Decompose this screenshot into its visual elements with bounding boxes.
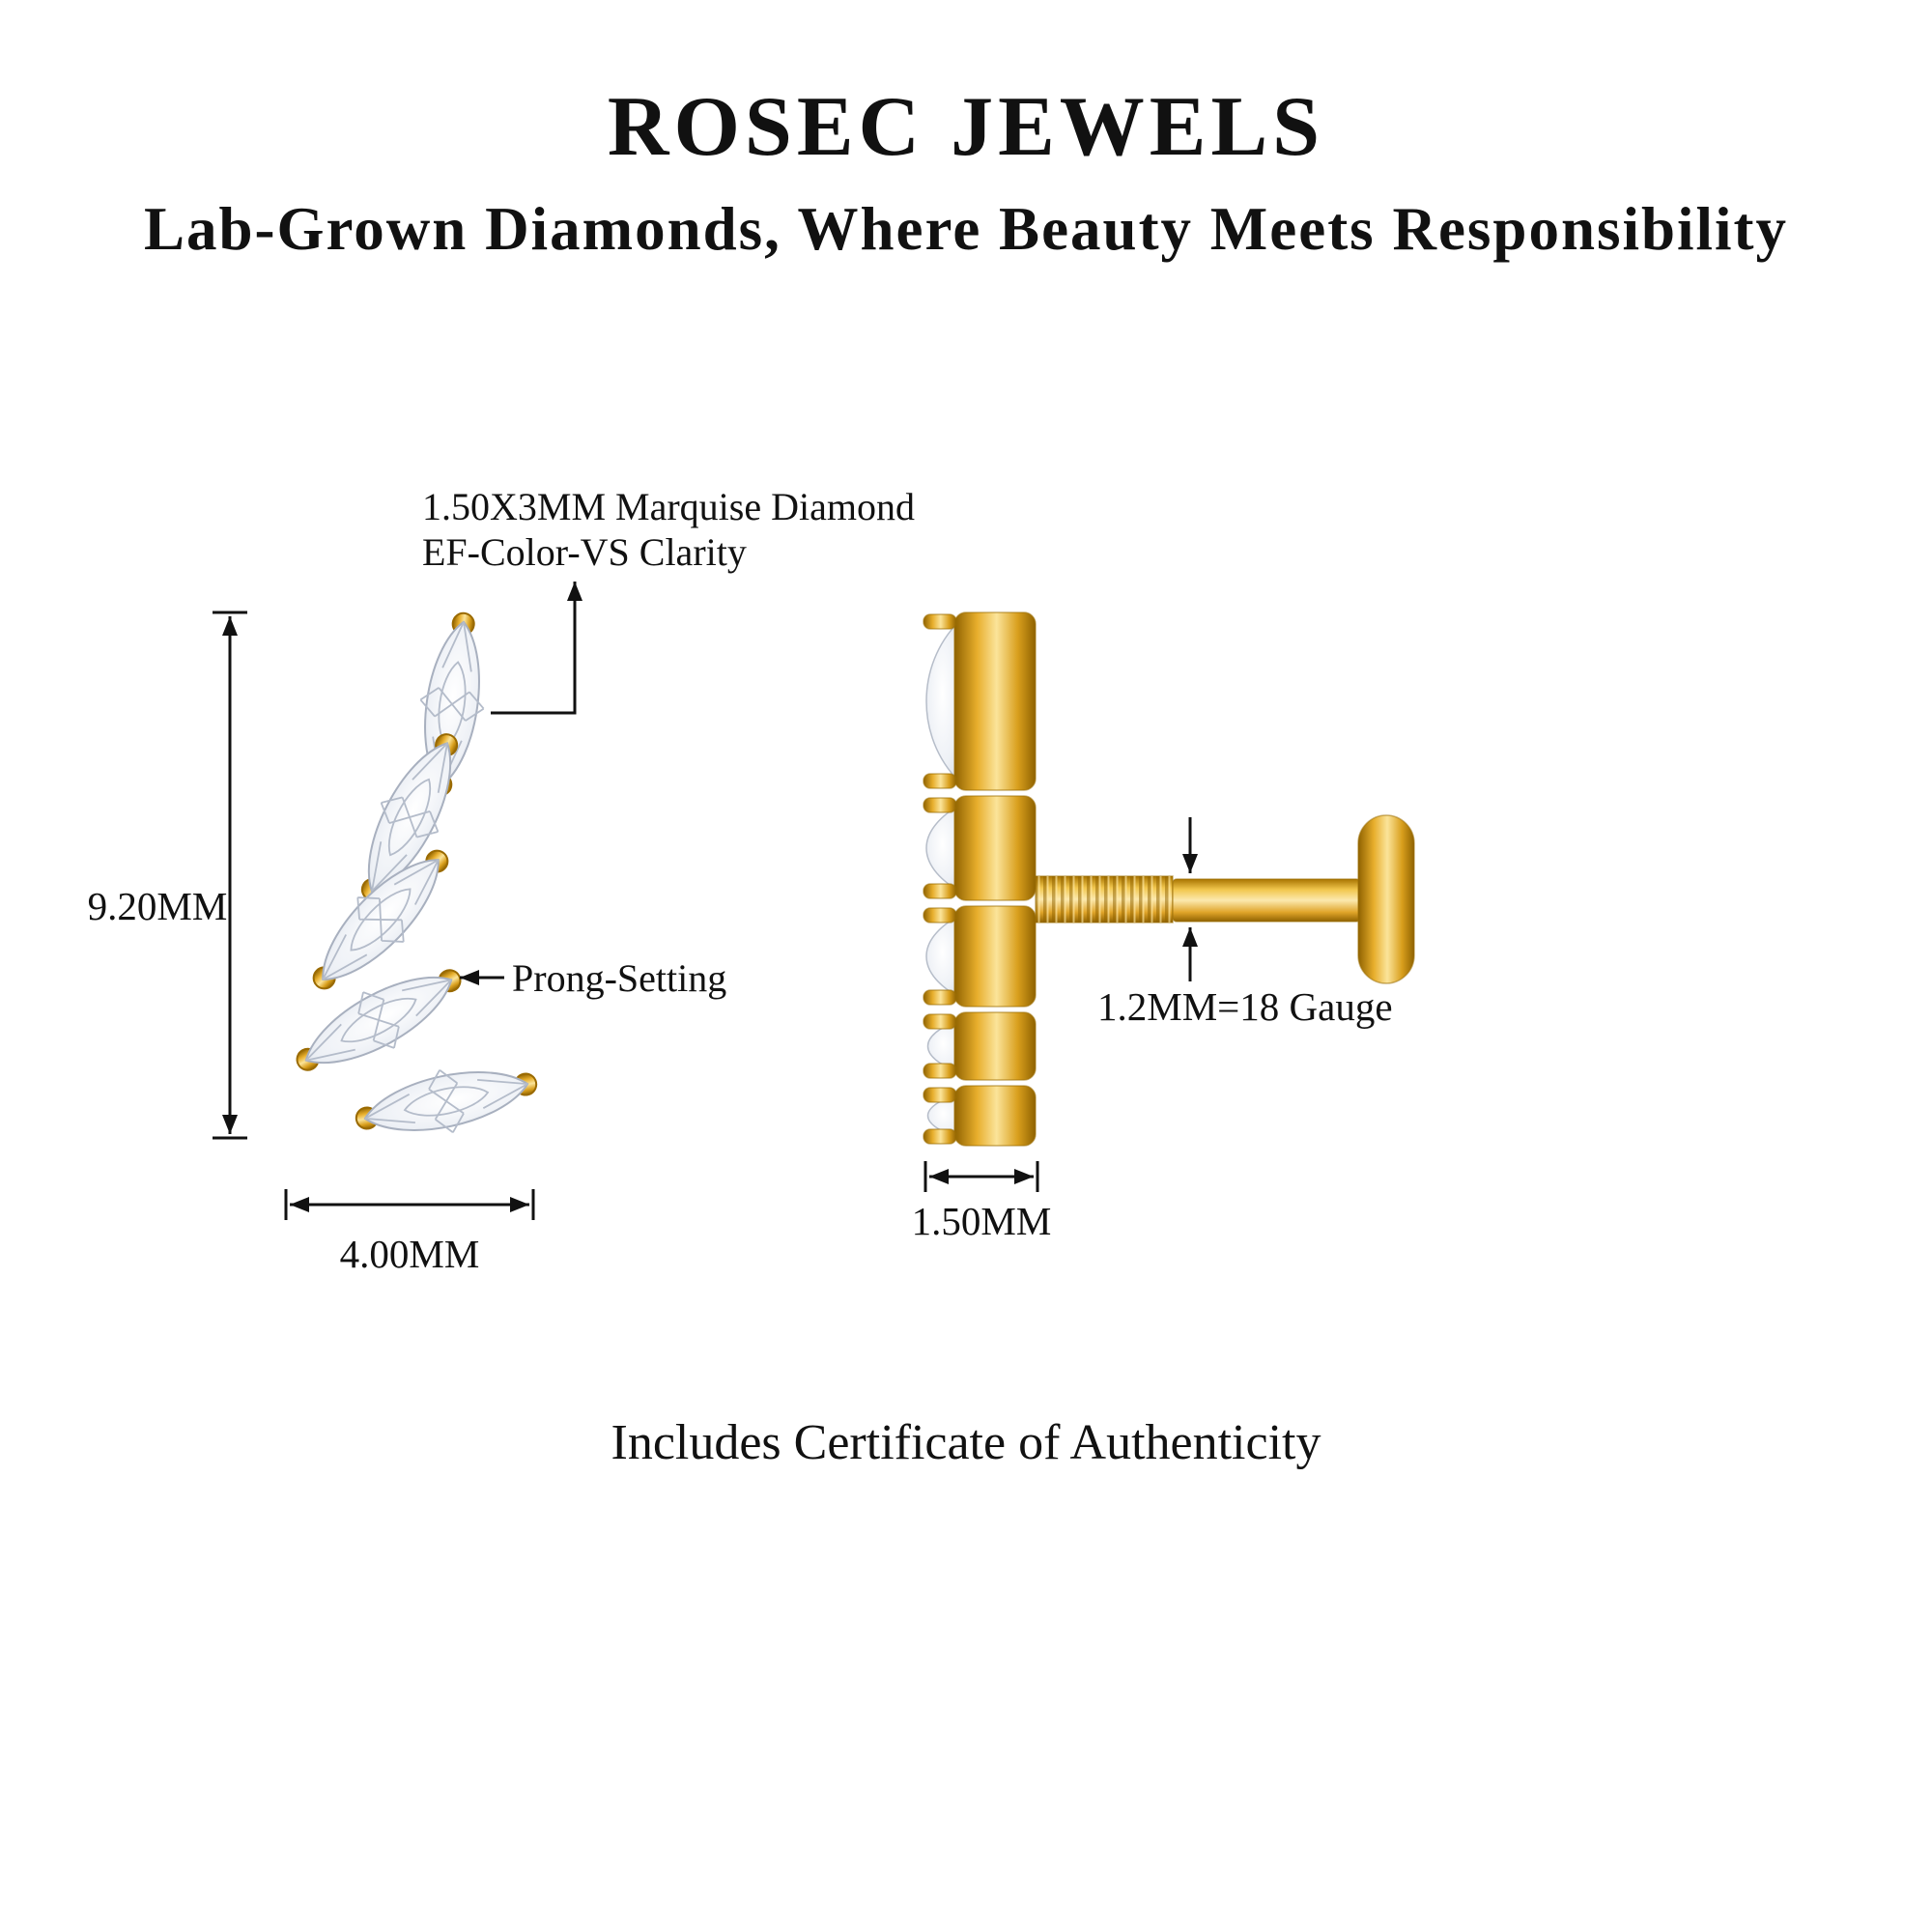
gauge-dim-label: 1.2MM=18 Gauge [1097,984,1393,1029]
stone-annotation-leader [491,582,582,715]
post-barrel [1172,878,1361,923]
side-stone-3 [925,914,959,999]
side-stone-2 [925,804,959,893]
stone-annotation-line2: EF-Color-VS Clarity [422,530,747,574]
side-prong-5a [923,1087,957,1103]
post-thread-texture [1036,876,1173,923]
side-prong-2a [923,797,957,813]
side-bezel-3 [953,905,1037,1008]
brand-title: ROSEC JEWELS [608,80,1324,174]
labret-back-disc [1357,814,1415,984]
side-stone-1 [925,620,959,782]
marquise-stone-4 [281,947,476,1094]
stone-annotation-line1: 1.50X3MM Marquise Diamond [422,485,915,528]
certificate-note: Includes Certificate of Authenticity [611,1415,1321,1470]
side-prong-1b [923,773,957,789]
prong-annotation-label: Prong-Setting [512,956,726,1000]
side-prong-5b [923,1128,957,1145]
front-view-diagram: 1.50X3MM Marquise Diamond EF-Color-VS Cl… [88,485,915,1276]
side-bezel-5 [953,1085,1037,1147]
side-prong-3b [923,989,957,1006]
side-prong-4b [923,1063,957,1079]
side-bezel-1 [953,611,1037,791]
height-dim-label: 9.20MM [88,884,228,928]
depth-dim-label: 1.50MM [912,1199,1052,1243]
side-bezel-2 [953,795,1037,901]
width-dim-label: 4.00MM [340,1232,480,1276]
side-prong-3a [923,907,957,923]
side-prong-2b [923,883,957,899]
side-prong-1a [923,613,957,630]
marquise-stone-5 [349,1049,544,1153]
brand-tagline: Lab-Grown Diamonds, Where Beauty Meets R… [144,195,1788,263]
side-bezel-4 [953,1011,1037,1081]
side-view-diagram: 1.2MM=18 Gauge 1.50MM [912,611,1415,1243]
side-prong-4a [923,1013,957,1030]
